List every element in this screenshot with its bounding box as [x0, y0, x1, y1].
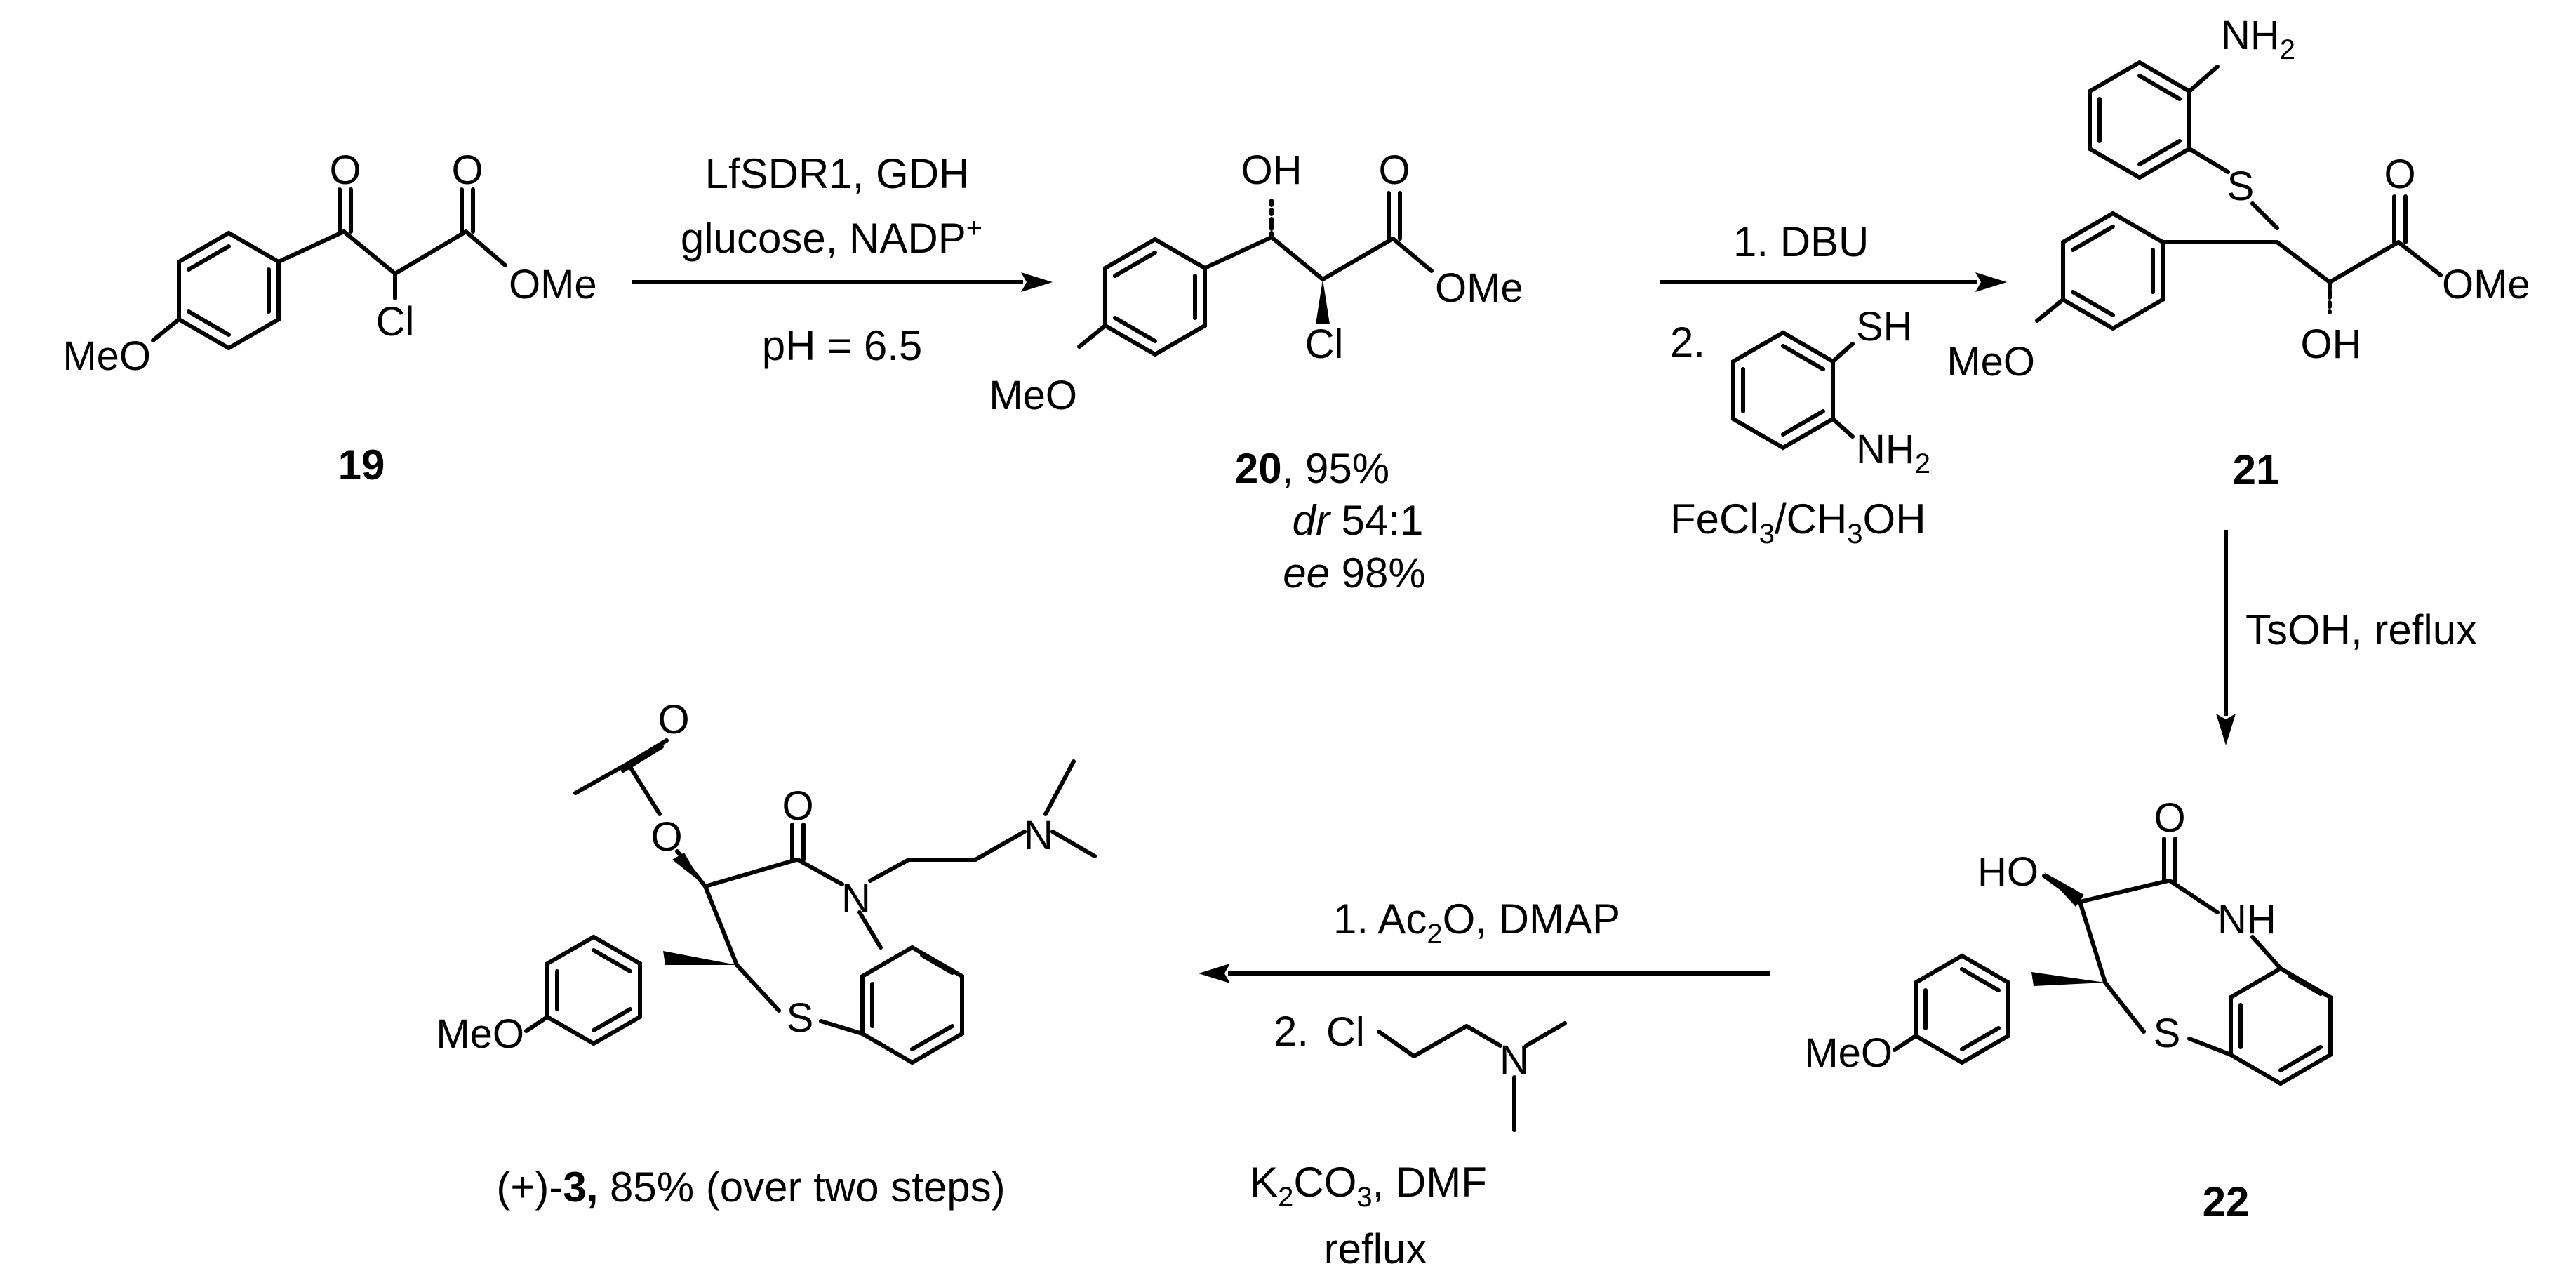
atom-label-MeO: MeO [989, 373, 1077, 418]
atom-label-OMe: OMe [1435, 265, 1523, 311]
atom-label-O: O [451, 147, 483, 193]
step4-base-solvent: K2CO3, DMF [1250, 1159, 1487, 1213]
step4-number-2: 2. [1274, 1008, 1309, 1055]
atom-label-OH: OH [2301, 321, 2362, 367]
compound-20-dr: dr 54:1 [1293, 497, 1424, 544]
atom-label-SH: SH [1856, 304, 1913, 349]
reaction-arrow-3 [2216, 530, 2236, 745]
atom-label-MeO: MeO [1947, 339, 2035, 385]
compound-22-structure [1893, 837, 2333, 1086]
atom-label-N: N [1024, 813, 1053, 858]
step4-reflux: reflux [1324, 1225, 1427, 1272]
compound-20-yield: 20, 95% [1235, 445, 1389, 492]
compound-3-structure [524, 738, 1097, 1065]
atom-label-O: O [2154, 795, 2185, 841]
compound-number-22: 22 [2203, 1178, 2250, 1225]
step2-catalyst: FeCl3/CH3OH [1670, 495, 1926, 550]
step3-conditions: TsOH, reflux [2245, 606, 2477, 653]
atom-label-MeO: MeO [1804, 1030, 1893, 1076]
atom-label-O: O [329, 147, 361, 193]
reaction-arrow-2 [1660, 272, 2007, 292]
atom-label-N: N [841, 876, 871, 921]
reaction-arrow-4 [1199, 964, 1770, 983]
atom-label-OH: OH [1241, 147, 1302, 193]
atom-label-OMe: OMe [509, 262, 597, 307]
atom-label-Cl: Cl [376, 299, 415, 345]
atom-label-O: O [650, 814, 682, 860]
chloroethyl-dimethylamine-structure [1377, 1021, 1567, 1132]
reaction-arrow-1 [632, 272, 1053, 292]
atom-label-N: N [1500, 1037, 1529, 1083]
step1-ph: pH = 6.5 [762, 322, 923, 369]
step1-enzymes: LfSDR1, GDH [705, 150, 970, 197]
step1-cofactors: glucose, NADP+ [681, 213, 982, 262]
compound-19-structure [151, 187, 507, 351]
atom-label-Cl: Cl [1326, 1009, 1365, 1055]
atom-label-HO: HO [1977, 849, 2038, 895]
atom-label-NH2: NH2 [1856, 427, 1930, 479]
compound-number-21: 21 [2233, 446, 2280, 493]
atom-label-S: S [787, 995, 814, 1041]
compound-20-ee: ee 98% [1283, 550, 1426, 597]
step2-reagent-1: 1. DBU [1733, 218, 1869, 265]
compound-number-19: 19 [338, 441, 385, 488]
atom-label-NH: NH [2217, 897, 2276, 943]
atom-label-OMe: OMe [2442, 262, 2530, 307]
atom-label-S: S [2227, 164, 2255, 209]
compound-21-structure [2035, 60, 2443, 331]
step2-number-2: 2. [1670, 319, 1705, 366]
atom-label-NH2: NH2 [2221, 13, 2295, 65]
atom-label-O: O [782, 783, 813, 829]
aminothiophenol-structure [1731, 330, 1855, 451]
atom-label-O: O [658, 697, 689, 743]
compound-20-structure [1077, 191, 1434, 357]
atom-label-O: O [1378, 147, 1410, 193]
atom-label-MeO: MeO [62, 333, 151, 379]
atom-label-S: S [2154, 1011, 2181, 1056]
atom-label-MeO: MeO [436, 1011, 524, 1057]
atom-label-O: O [2384, 152, 2415, 197]
step4-reagent-1: 1. Ac2O, DMAP [1333, 895, 1620, 950]
compound-3-yield: (+)-3, 85% (over two steps) [496, 1164, 1005, 1211]
atom-label-Cl: Cl [1305, 321, 1344, 367]
